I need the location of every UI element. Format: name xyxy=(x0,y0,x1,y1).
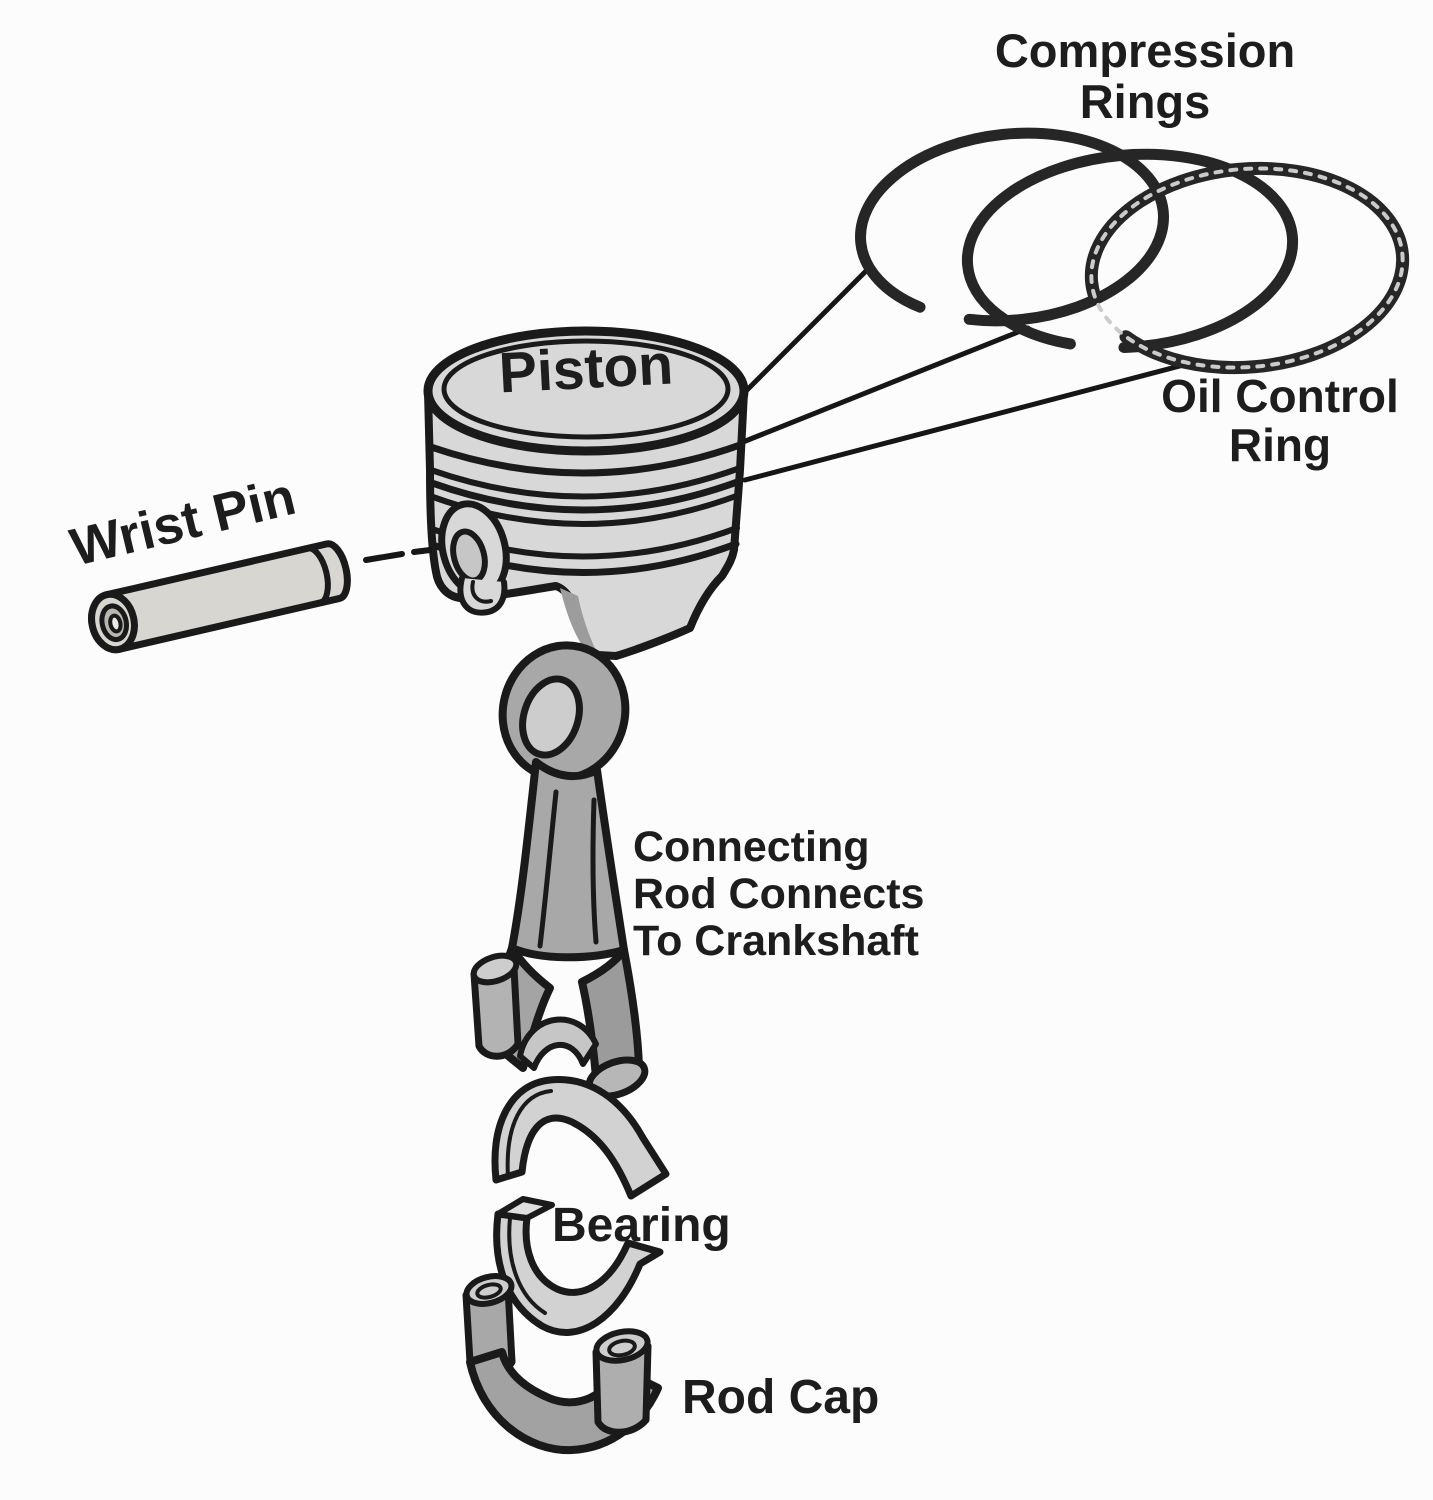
cap-bolt-boss-left-hole xyxy=(475,1282,503,1300)
bearing-upper-inner-line xyxy=(505,1089,553,1179)
wrist-pin-illustration xyxy=(88,540,351,654)
compression-rings-label: Compression Rings xyxy=(994,24,1296,128)
compression-ring-1 xyxy=(855,127,1169,327)
piston-illustration xyxy=(363,326,749,660)
oil-control-ring-label: Oil Control Ring xyxy=(1161,370,1399,472)
piston-skirt-tab-inner-line xyxy=(470,580,493,604)
ring-groove-line xyxy=(428,465,743,500)
connecting-rod-label: Connecting Rod Connects To Crankshaft xyxy=(633,823,925,965)
cap-bolt-boss-right-hole xyxy=(607,1338,637,1358)
wrist-pin-hole xyxy=(108,613,123,634)
wrist-pin-dashed-line xyxy=(363,547,433,563)
bearing-upper-illustration xyxy=(491,1076,670,1200)
ring-groove-line xyxy=(428,477,744,514)
oil-control-ring xyxy=(1084,161,1410,375)
bearing-label: Bearing xyxy=(552,1199,731,1252)
bearing-upper-shell xyxy=(491,1076,670,1200)
leader-line-compression-ring-1 xyxy=(734,265,872,403)
rod-cap-label: Rod Cap xyxy=(682,1371,880,1424)
piston-neck-shadow xyxy=(560,588,600,658)
rod-shaft xyxy=(508,758,628,962)
wrist-pin-cap-line xyxy=(304,545,331,606)
rod-cap-illustration xyxy=(462,1273,662,1455)
rod-shaft-ibeam-line xyxy=(590,797,599,945)
bearing-lower-illustration xyxy=(493,1196,664,1336)
piston-crown xyxy=(423,326,749,456)
piston-label: Piston xyxy=(497,332,675,406)
leader-line-compression-ring-2 xyxy=(740,325,1031,445)
rod-fork-saddle-arch xyxy=(517,1016,599,1071)
bearing-lower-inner-line xyxy=(507,1216,547,1315)
ring-groove-line xyxy=(427,441,744,477)
oil-control-ring-texture xyxy=(1089,166,1405,370)
piston-crown-inner-line xyxy=(441,338,731,440)
rod-bolt-boss-left-top xyxy=(470,952,520,986)
piston-skirt-tab xyxy=(457,575,508,616)
bearing-lower-shell xyxy=(493,1210,664,1336)
bearing-lower-end-face xyxy=(495,1196,555,1221)
rod-small-end-hole xyxy=(519,675,583,759)
rod-shaft-ibeam-line xyxy=(537,789,559,949)
leader-lines xyxy=(734,265,1198,483)
connecting-rod-illustration xyxy=(470,588,649,1100)
leader-line-oil-control-ring xyxy=(742,359,1198,483)
piston-rings-illustration xyxy=(855,127,1410,375)
